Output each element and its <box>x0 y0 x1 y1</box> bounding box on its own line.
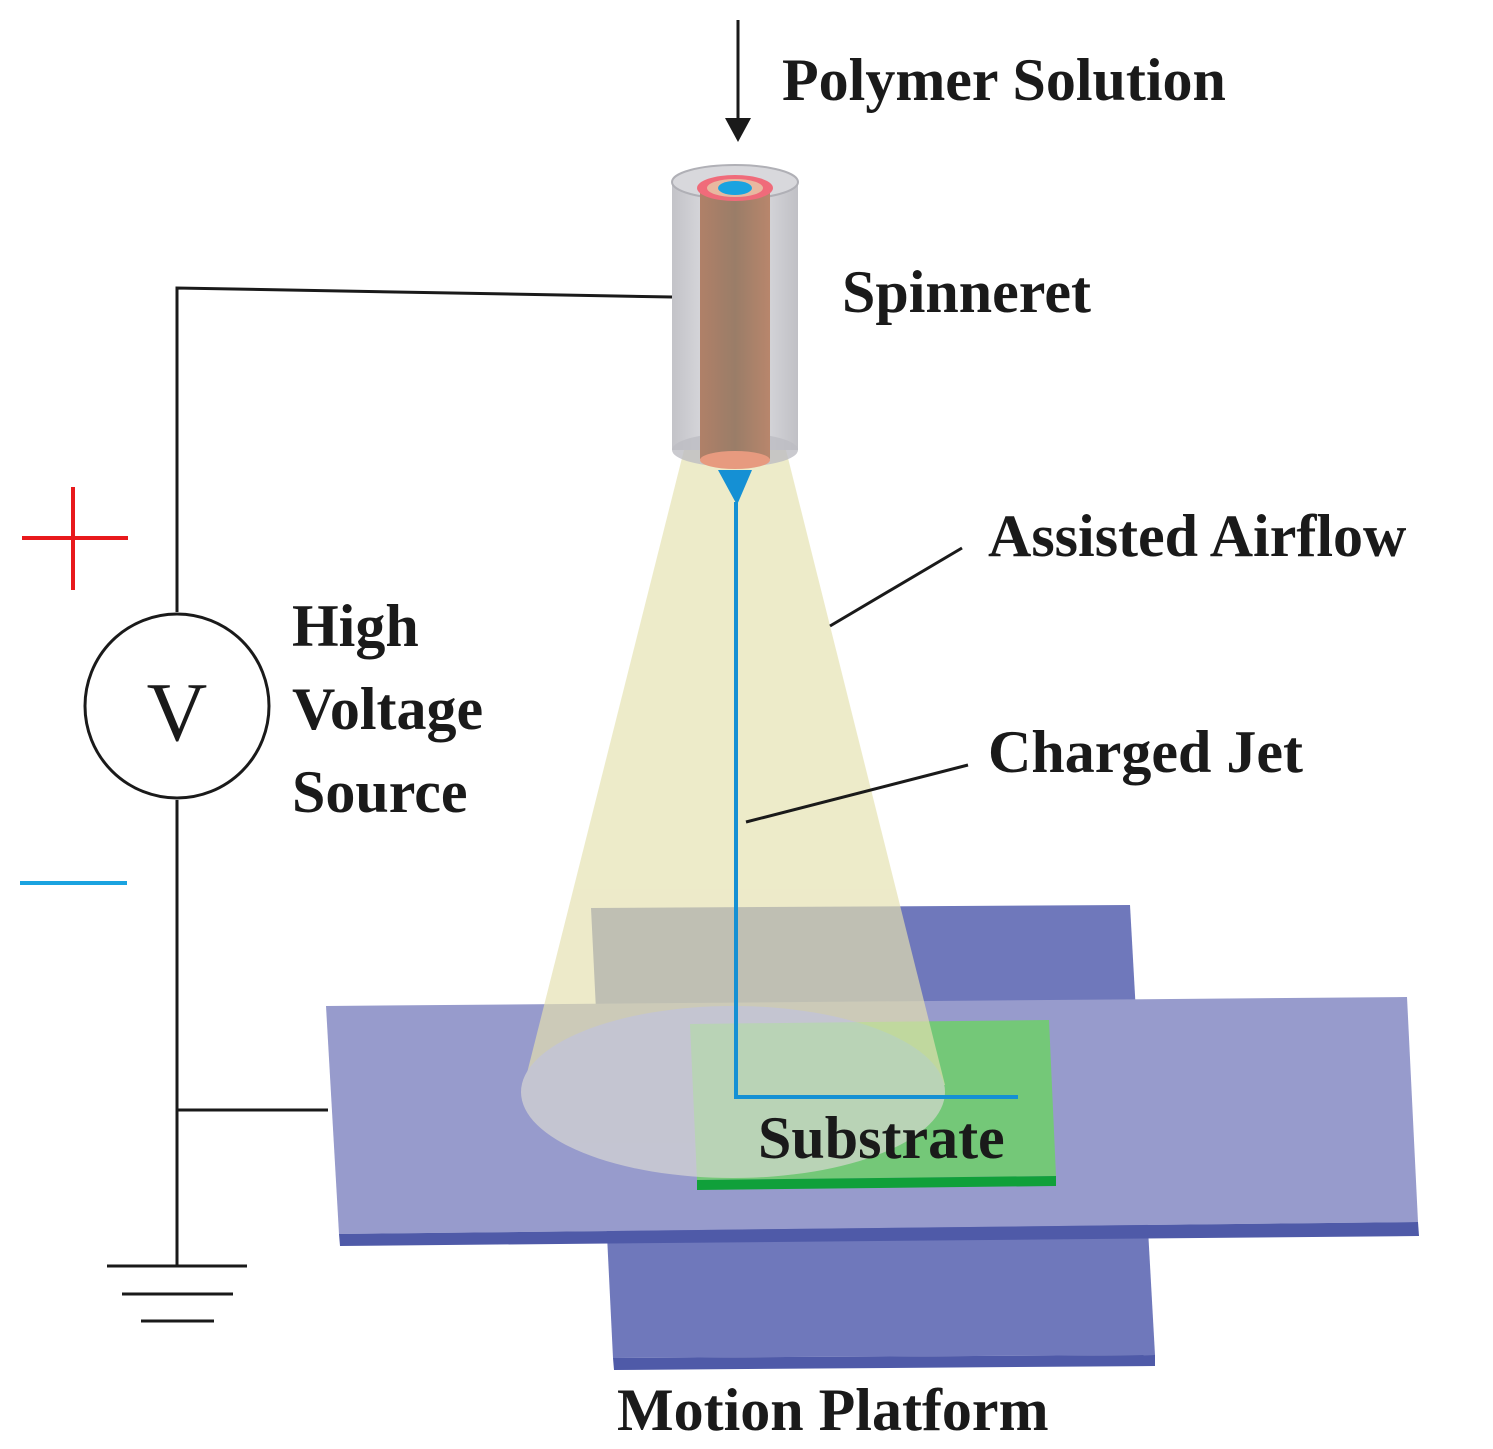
down-arrow-icon <box>725 20 751 142</box>
voltmeter: V <box>83 612 271 800</box>
label-substrate: Substrate <box>758 1105 1005 1171</box>
charged-jet <box>718 470 1018 1099</box>
voltmeter-symbol: V <box>147 666 208 759</box>
leader-lines <box>745 546 969 824</box>
ground-icon <box>107 1264 247 1323</box>
jet-leader <box>745 763 969 824</box>
airflow-leader <box>829 546 963 628</box>
platform-front-plate-edge <box>339 1222 1419 1246</box>
airflow-cone <box>521 450 945 1178</box>
spinneret-core <box>718 181 752 195</box>
circuit-wiring <box>175 286 673 1266</box>
platform-back-plate-edge <box>613 1355 1155 1370</box>
plus-icon <box>22 487 128 590</box>
label-voltage: Voltage <box>292 676 483 742</box>
spinneret-inner-needle <box>700 187 770 459</box>
label-spinneret: Spinneret <box>842 259 1091 325</box>
label-polymer-solution: Polymer Solution <box>782 47 1226 113</box>
label-high: High <box>292 593 419 659</box>
substrate-edge <box>697 1176 1056 1190</box>
spinneret <box>671 164 799 469</box>
airflow-footprint <box>521 1006 945 1178</box>
label-source: Source <box>292 759 468 825</box>
label-motion-platform: Motion Platform <box>617 1377 1049 1443</box>
taylor-cone <box>718 470 752 505</box>
label-assisted-airflow: Assisted Airflow <box>988 503 1407 569</box>
label-charged-jet: Charged Jet <box>988 719 1303 785</box>
